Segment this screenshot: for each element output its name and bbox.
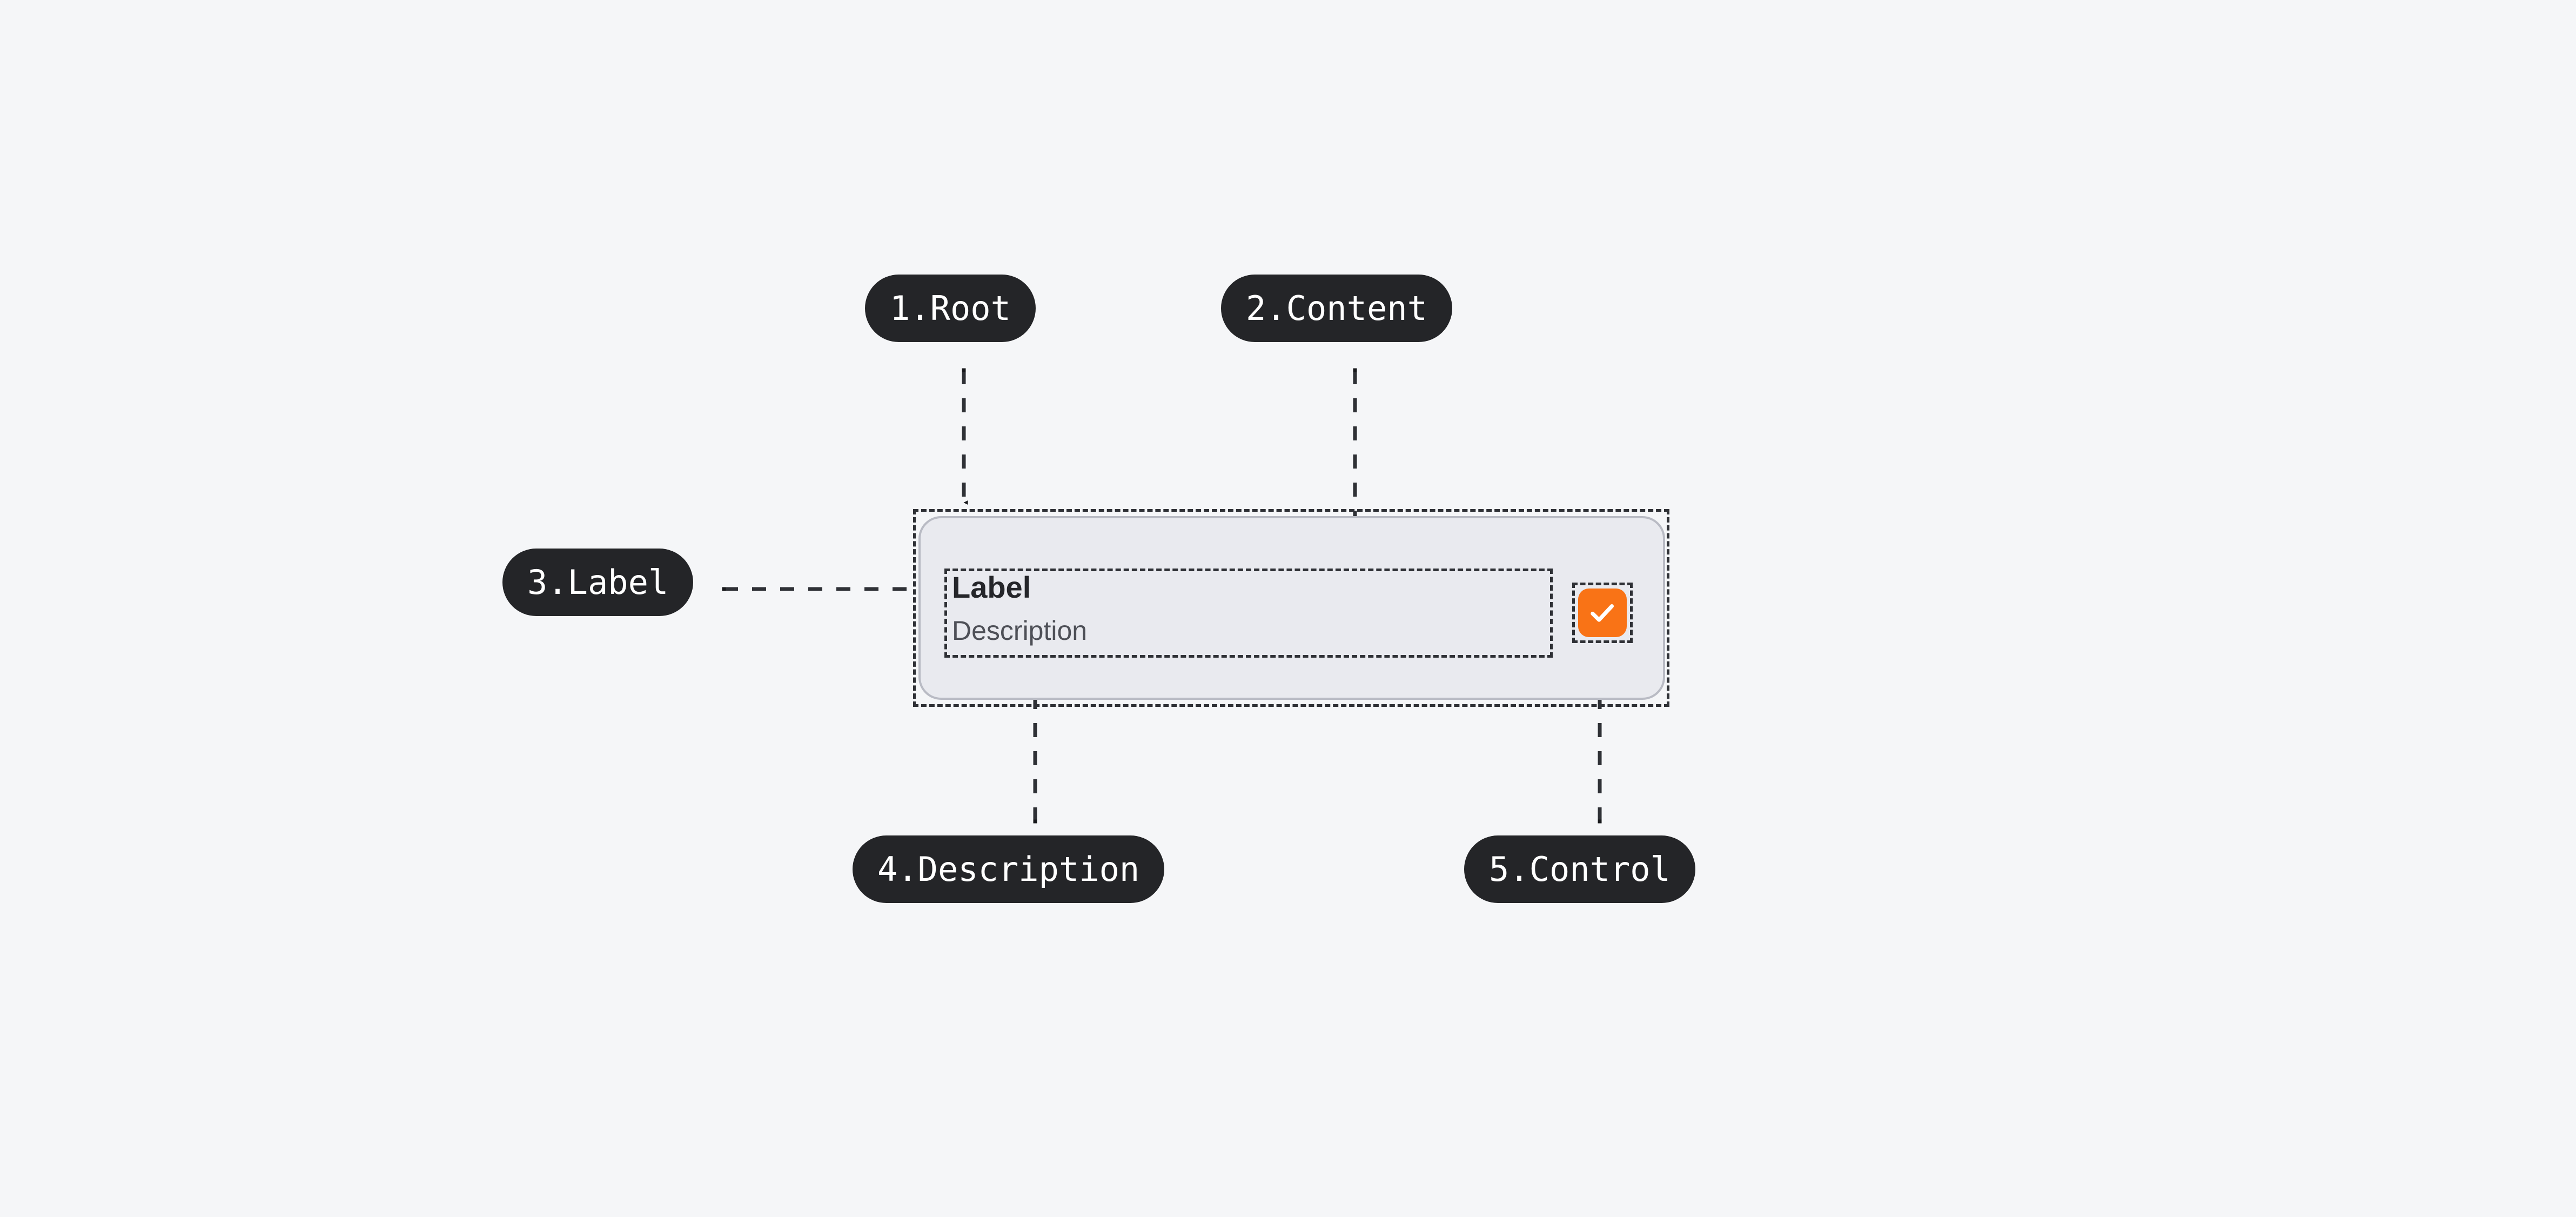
control-boundary-box (1572, 583, 1633, 643)
content-boundary-box (944, 569, 1553, 658)
annotation-pill-control[interactable]: 5.Control (1464, 835, 1695, 903)
check-icon (1591, 604, 1614, 622)
checkbox-control[interactable] (1578, 589, 1627, 637)
annotation-pill-content[interactable]: 2.Content (1221, 275, 1452, 342)
root-boundary-box (913, 509, 1669, 707)
component-card[interactable] (918, 516, 1665, 700)
annotation-pill-description[interactable]: 4.Description (853, 835, 1165, 903)
card-description-text: Description (952, 616, 1088, 646)
annotation-pill-root[interactable]: 1.Root (865, 275, 1036, 342)
annotation-pill-label[interactable]: 3.Label (502, 549, 694, 616)
card-label-text: Label (952, 570, 1031, 604)
